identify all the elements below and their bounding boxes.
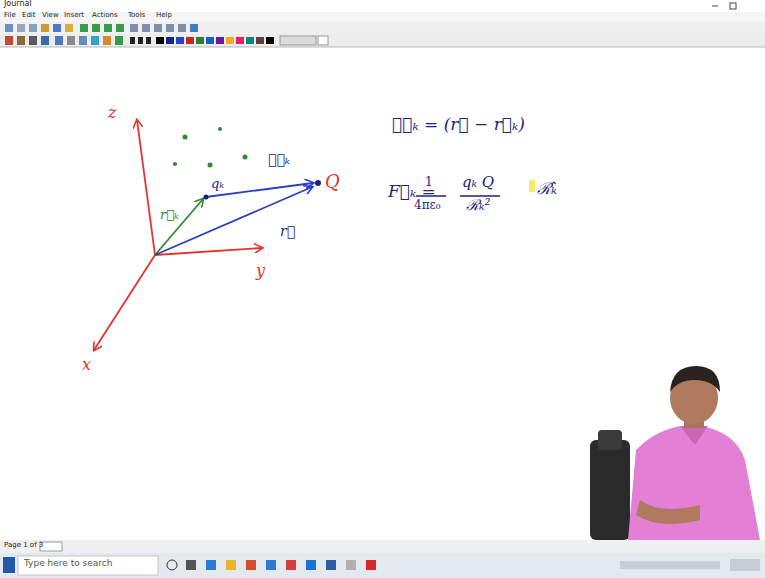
page-box [40, 542, 62, 551]
fraction-denominator: 4πε₀ [414, 199, 441, 212]
y-axis [155, 248, 262, 255]
vector-label: r⃗ₖ [160, 208, 179, 222]
unit-vector: ℛ̂ₖ [537, 180, 557, 198]
fraction-numerator: 1 [425, 176, 433, 189]
menu-item: Edit [22, 12, 36, 20]
x-axis [94, 255, 155, 350]
axis-label: x [82, 356, 91, 374]
separator [0, 47, 765, 48]
position-vector-r [155, 187, 312, 255]
equation: ℛ⃗ₖ = (r⃗ − r⃗ₖ) [392, 115, 525, 134]
toolbar [0, 22, 765, 34]
window-title: Journal [4, 0, 32, 9]
z-axis [137, 120, 155, 255]
menu-item: Actions [92, 12, 118, 20]
menu-item: File [4, 12, 16, 20]
position-vector-rk [155, 199, 203, 255]
charge-label: Q [325, 172, 340, 192]
search-box [18, 556, 158, 575]
pen-toolbar [0, 34, 765, 47]
menu-item: Tools [128, 12, 145, 20]
axis-label: y [256, 262, 265, 280]
charge-qk [204, 195, 209, 200]
menu-item: View [42, 12, 59, 20]
fraction-numerator: qₖ Q [462, 174, 494, 191]
menu-bar [0, 12, 765, 22]
highlighter-mark [529, 180, 535, 192]
menu-item: Insert [64, 12, 84, 20]
taskbar [0, 553, 765, 578]
axis-label: z [108, 104, 116, 122]
start-button [3, 557, 15, 573]
charge-label: qₖ [211, 177, 224, 191]
window-buttons [712, 3, 736, 9]
vector-label: r⃗ [280, 224, 295, 239]
test-charge [315, 180, 321, 186]
fraction-denominator: ℛₖ² [466, 197, 490, 214]
title-bar [0, 0, 765, 12]
source-charges [173, 127, 248, 168]
presenter [590, 366, 760, 540]
taskbar-icons [167, 559, 760, 571]
menu-item: Help [156, 12, 172, 20]
search-placeholder: Type here to search [24, 559, 112, 569]
vector-label: ℛ⃗ₖ [268, 152, 290, 167]
status-bar [0, 540, 765, 553]
page-indicator: Page 1 of 3 [4, 542, 43, 550]
toolbar-icons [5, 24, 328, 45]
